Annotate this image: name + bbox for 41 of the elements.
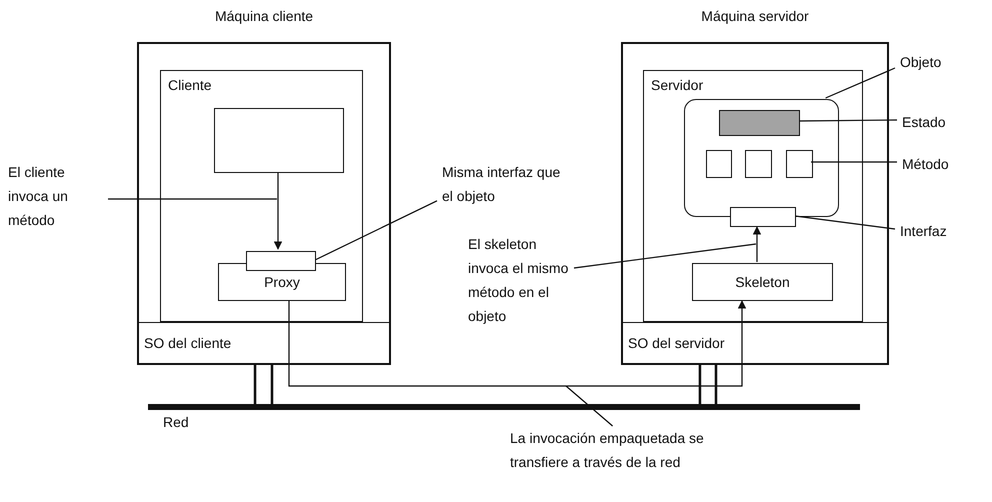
interface-box	[246, 251, 316, 271]
annotation-text: Método	[902, 152, 962, 172]
network-connection	[698, 364, 718, 406]
arrow	[752, 226, 762, 262]
leader-line	[811, 161, 897, 163]
arrow	[274, 172, 282, 250]
network-label: Red	[163, 414, 189, 430]
box-label: SO del cliente	[144, 335, 232, 351]
box-label: Servidor	[651, 77, 704, 93]
component-box	[214, 108, 344, 173]
machine-title: Máquina servidor	[700, 8, 810, 24]
box-label: Proxy	[263, 274, 301, 290]
arrow	[288, 300, 746, 387]
state-box	[719, 110, 800, 136]
annotation-text: Interfaz	[900, 219, 960, 239]
interface-box	[730, 207, 796, 227]
component-box	[692, 263, 833, 301]
annotation-text: Estado	[902, 110, 962, 130]
leader-line	[574, 243, 756, 269]
network-connection	[254, 364, 274, 406]
component-box	[745, 150, 772, 178]
machine-title: Máquina cliente	[214, 8, 314, 24]
leader-line	[794, 215, 896, 230]
annotation-text: El skeleton invoca el mismo método en el objeto	[468, 232, 574, 332]
box-label: Skeleton	[734, 274, 791, 290]
box-label: Cliente	[168, 77, 212, 93]
component-box	[786, 150, 813, 178]
leader-line	[825, 67, 896, 99]
leader-line	[108, 198, 277, 200]
component-box	[643, 70, 863, 322]
leader-line	[798, 119, 897, 122]
component-box	[706, 150, 732, 178]
annotation-text: El cliente invoca un método	[8, 160, 108, 238]
leader-line	[314, 200, 438, 261]
object-box	[684, 99, 839, 217]
component-box	[160, 70, 363, 322]
annotation-text: Objeto	[900, 50, 960, 70]
leader-line	[566, 386, 613, 426]
box-label: SO del servidor	[628, 335, 724, 351]
annotation-text: La invocación empaquetada se transfiere a través de la red	[510, 426, 738, 474]
annotation-text: Misma interfaz que el objeto	[442, 160, 567, 208]
